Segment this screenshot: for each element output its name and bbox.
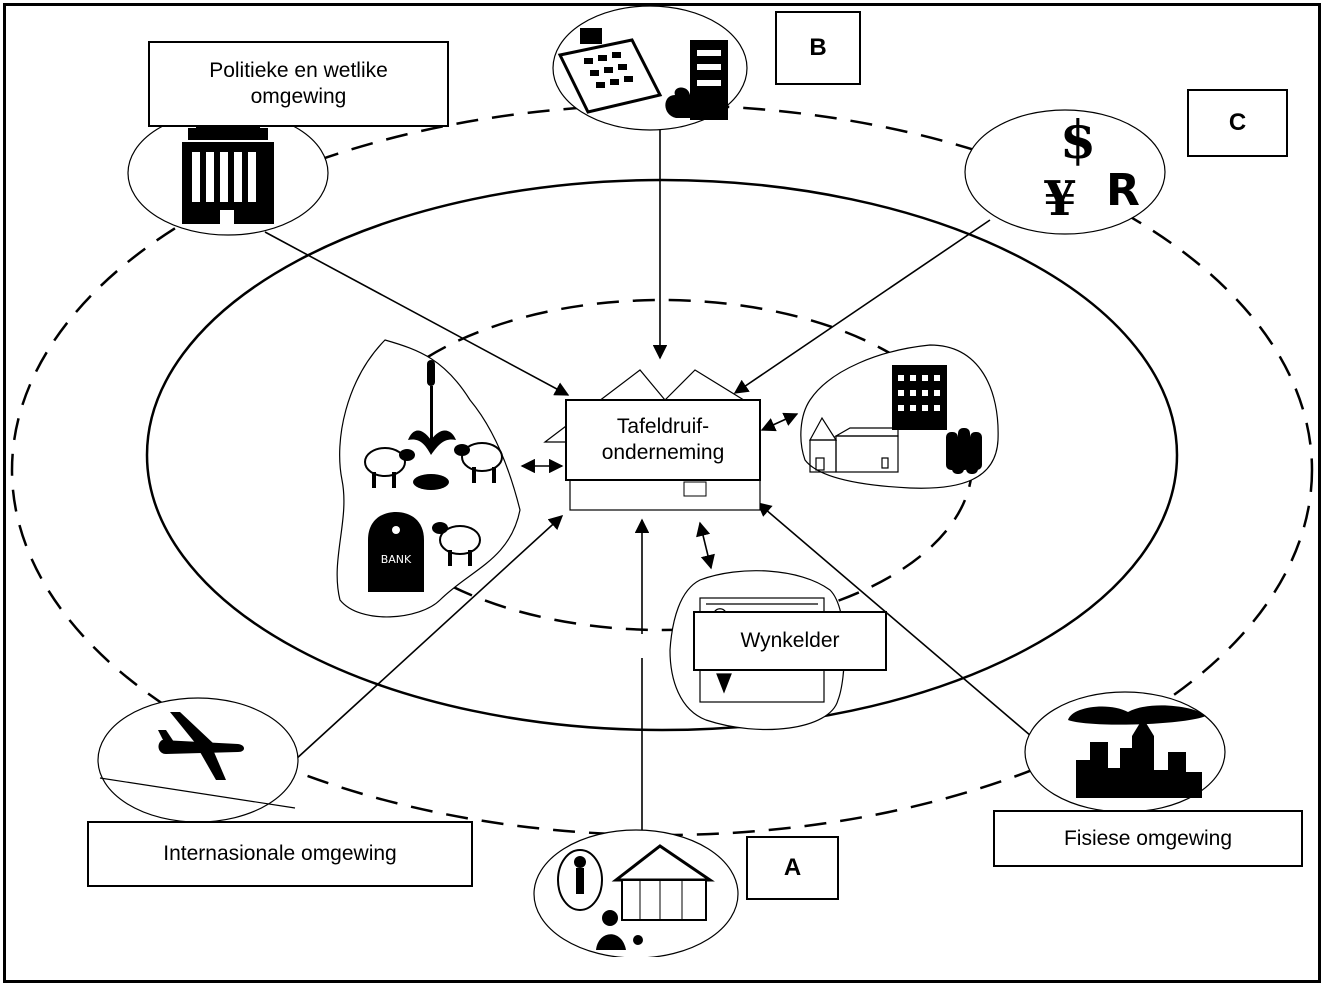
arrow-community-business bbox=[760, 412, 799, 432]
arrow-winery-business bbox=[696, 521, 715, 570]
parliament-building-icon bbox=[182, 120, 274, 224]
technological-environment-node bbox=[552, 5, 748, 131]
farm-cluster: BANK bbox=[336, 339, 521, 618]
influence-arrows bbox=[264, 125, 1039, 838]
business-environment-diagram: $ ¥ R bbox=[10, 5, 1314, 957]
community-cluster bbox=[800, 344, 999, 489]
political-environment-node bbox=[127, 110, 329, 236]
office-building-icon bbox=[892, 365, 947, 430]
arrow-political bbox=[264, 231, 570, 396]
sheep-icon-3 bbox=[432, 522, 481, 566]
corn-plant-icon bbox=[408, 360, 456, 490]
rand-symbol: R bbox=[1106, 165, 1140, 216]
business-label: Tafeldruif-onderneming bbox=[565, 399, 761, 481]
label-a: A bbox=[746, 836, 839, 900]
label-b: B bbox=[775, 11, 861, 85]
playing-child-icon bbox=[596, 910, 643, 950]
city-skyline-icon bbox=[1068, 705, 1206, 798]
winery-label: Wynkelder bbox=[693, 611, 887, 671]
physical-environment-node bbox=[1024, 691, 1226, 813]
crowd-icon bbox=[946, 428, 982, 474]
international-environment-label: Internasionale omgewing bbox=[87, 821, 473, 887]
economic-environment-node: $ ¥ R bbox=[964, 109, 1166, 235]
social-environment-node bbox=[533, 829, 739, 957]
arrow-economic bbox=[733, 219, 991, 394]
political-environment-label: Politieke en wetlike omgewing bbox=[148, 41, 449, 127]
ring-gap bbox=[632, 634, 668, 658]
arrow-physical bbox=[756, 502, 1039, 743]
label-c: C bbox=[1187, 89, 1288, 157]
bank-barn-icon: BANK bbox=[368, 512, 424, 592]
hut-icon bbox=[611, 844, 715, 921]
skipping-child-icon bbox=[557, 849, 603, 911]
cash-register-icon bbox=[557, 28, 663, 114]
computer-tower-icon bbox=[665, 40, 728, 120]
international-environment-node bbox=[97, 697, 299, 823]
airplane-icon bbox=[158, 712, 244, 780]
farm-shed-icon bbox=[808, 416, 899, 473]
dollar-symbol: $ bbox=[1060, 110, 1096, 171]
arrow-international bbox=[294, 515, 564, 761]
sheep-icon-2 bbox=[454, 442, 503, 483]
yen-symbol: ¥ bbox=[1043, 171, 1076, 227]
bank-label: BANK bbox=[381, 553, 412, 566]
physical-environment-label: Fisiese omgewing bbox=[993, 810, 1303, 867]
market-environment-ring bbox=[145, 178, 1179, 732]
sheep-icon bbox=[364, 447, 415, 488]
